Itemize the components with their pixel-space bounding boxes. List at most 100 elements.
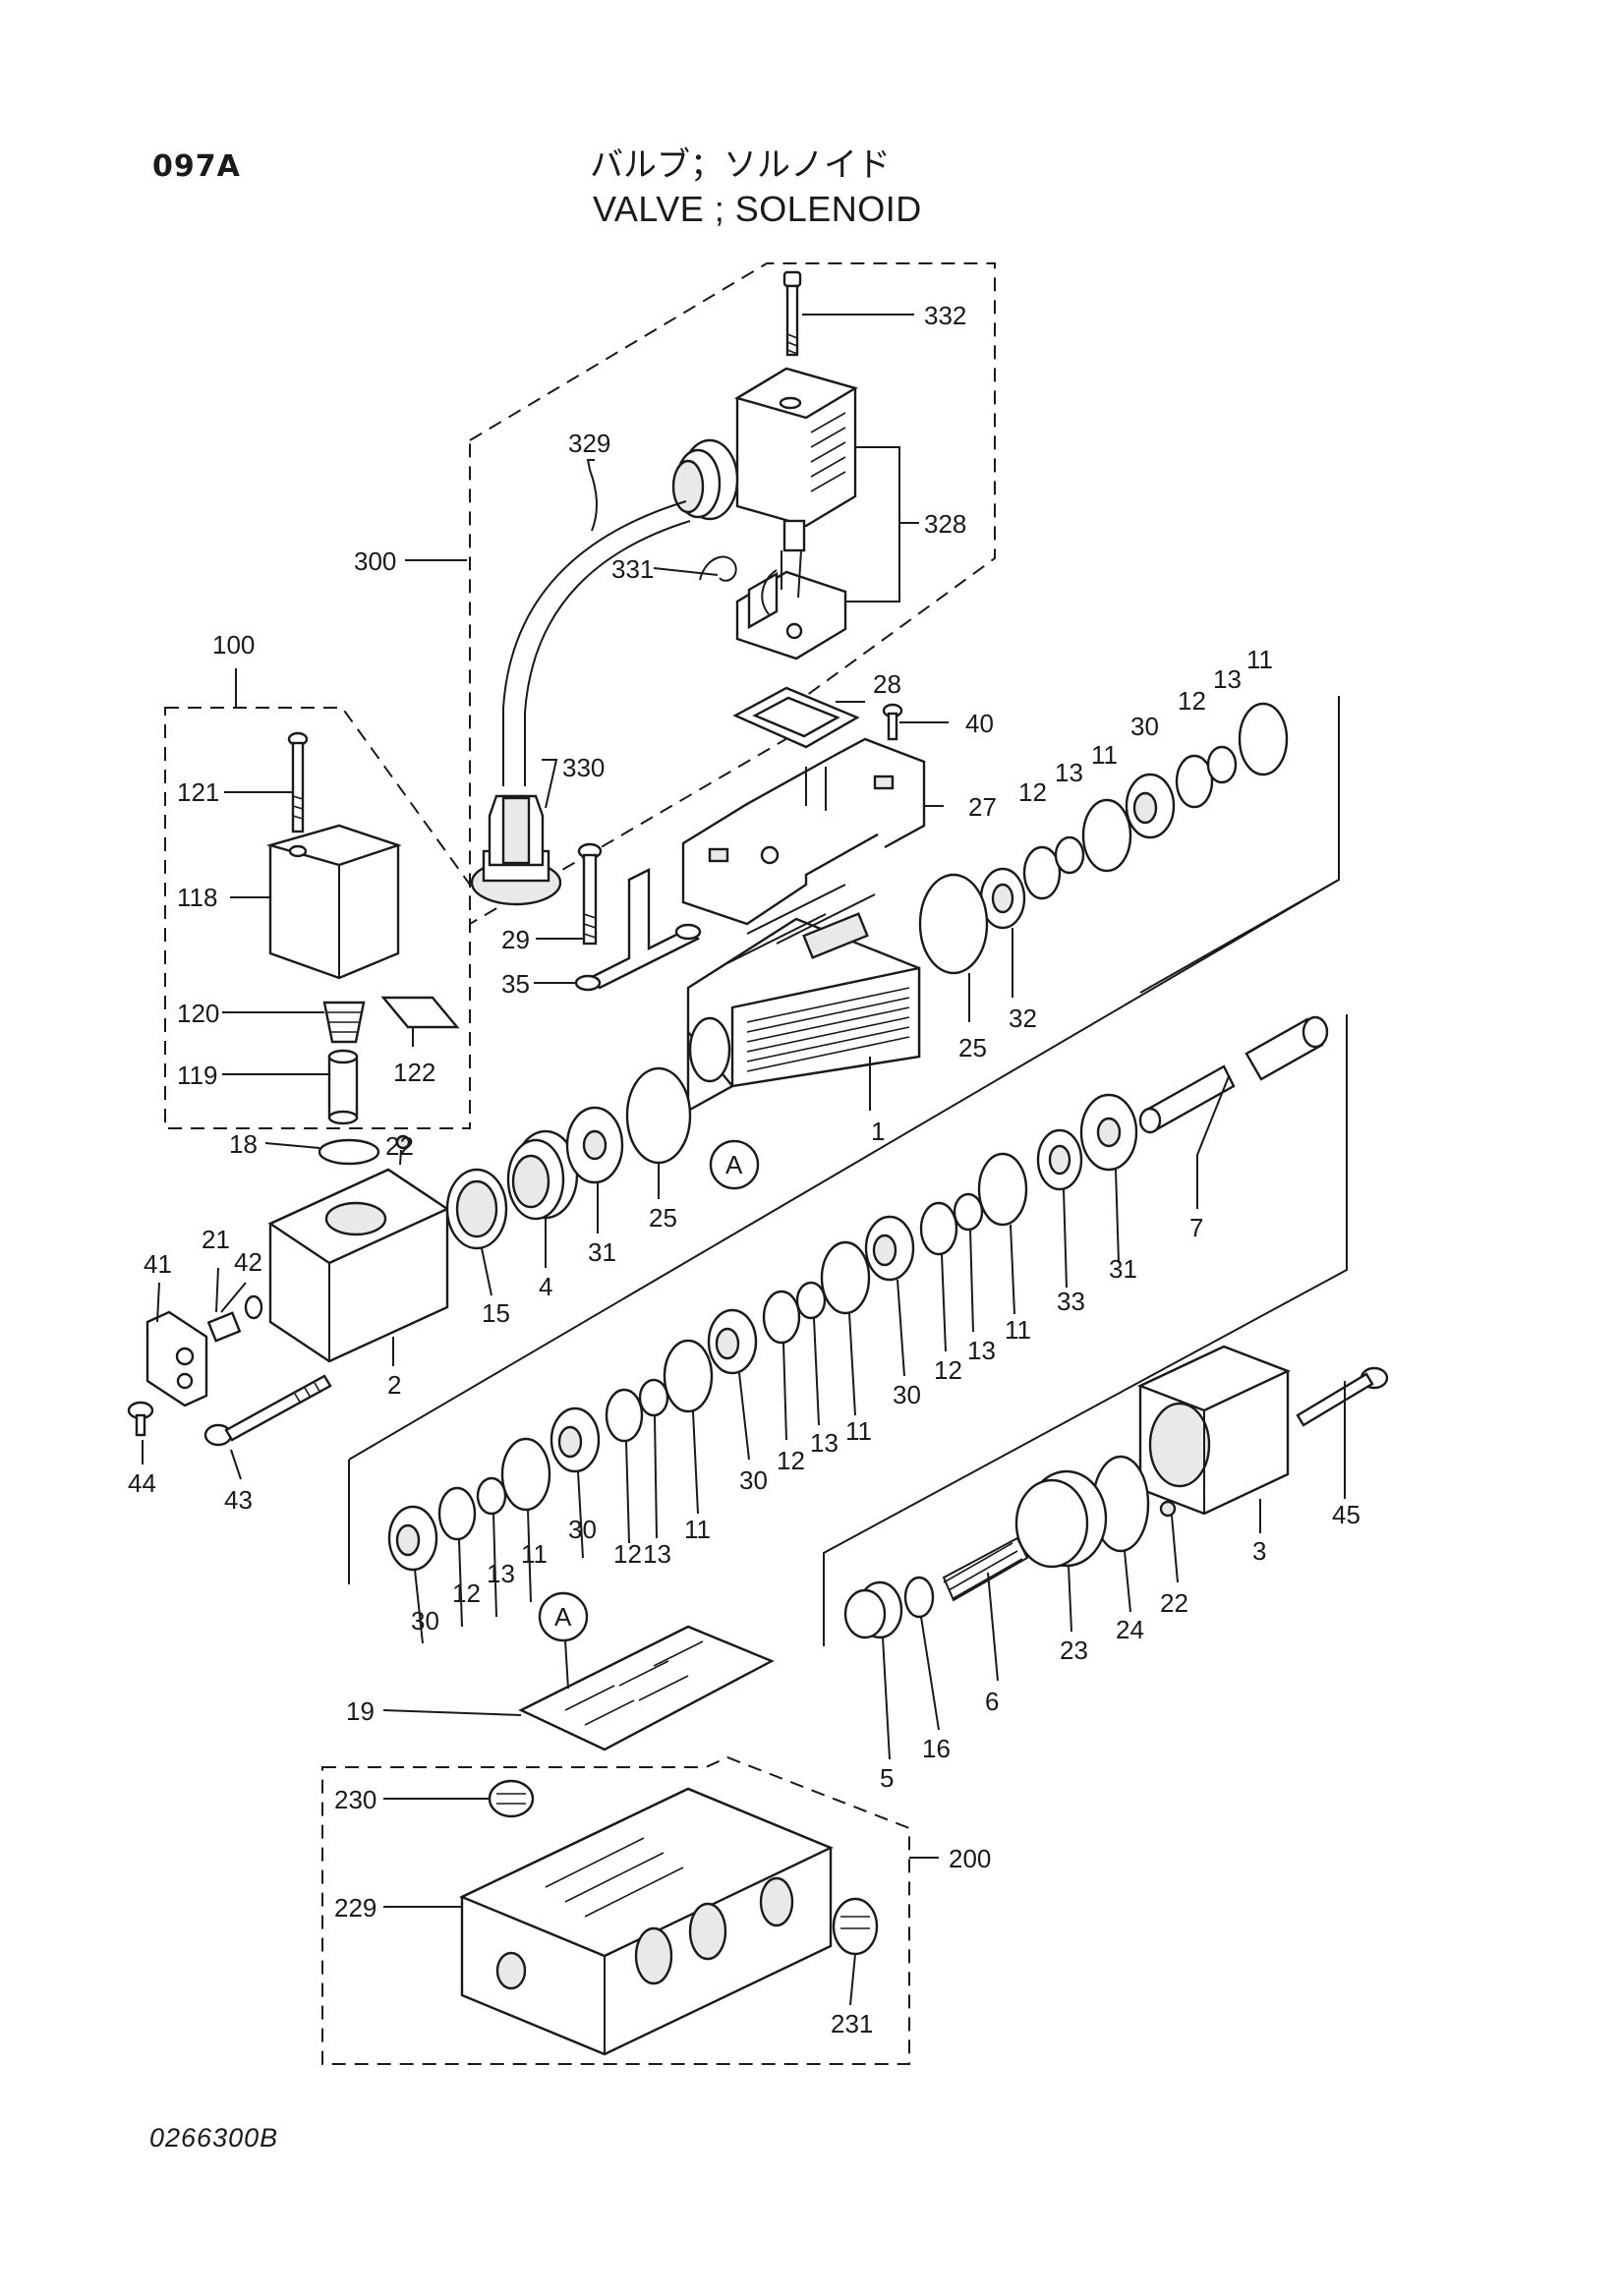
- callout-328: 328: [924, 509, 966, 539]
- callout-41: 41: [144, 1249, 172, 1279]
- callout-200: 200: [949, 1844, 991, 1873]
- callout-22-left: 22: [385, 1131, 414, 1161]
- bracket-35: [574, 868, 702, 992]
- bolt-45: [1296, 1366, 1389, 1427]
- long-bolt-43: [203, 1374, 332, 1447]
- callout-30-low-a: 30: [568, 1515, 597, 1544]
- ring-13d: [795, 1281, 827, 1320]
- bushing-31b: [1079, 1093, 1138, 1172]
- callout-23: 23: [1060, 1636, 1088, 1665]
- sleeve-30b: [864, 1215, 915, 1282]
- o-ring-12d: [762, 1290, 801, 1345]
- callout-13-mid-a: 13: [967, 1336, 996, 1365]
- callout-119: 119: [177, 1061, 217, 1090]
- callout-5: 5: [880, 1763, 894, 1793]
- callout-32: 32: [1009, 1004, 1037, 1033]
- spool-7: [1138, 1015, 1329, 1134]
- o-ring-11d: [820, 1240, 871, 1315]
- bolt-29: [577, 842, 603, 946]
- callout-13-upper-b: 13: [1213, 664, 1242, 694]
- connector-nut: [671, 438, 739, 521]
- button-41: [145, 1310, 208, 1407]
- callout-12-low-a: 12: [613, 1539, 642, 1569]
- o-ring-11e: [663, 1339, 714, 1413]
- sleeve-30e: [387, 1505, 438, 1572]
- terminal-block: [735, 549, 847, 660]
- plate-25b: [625, 1066, 692, 1165]
- callout-331: 331: [611, 554, 654, 584]
- callout-122: 122: [393, 1058, 435, 1087]
- callout-19: 19: [346, 1696, 375, 1726]
- valve-body-1: [686, 884, 921, 1114]
- callout-11-low-b: 11: [521, 1539, 548, 1569]
- callout-13-mid-b: 13: [810, 1428, 839, 1458]
- callout-11-mid-a: 11: [1005, 1315, 1031, 1345]
- o-ring-12f: [437, 1486, 477, 1541]
- callout-118: 118: [177, 883, 217, 912]
- group-200-frame: [321, 1755, 910, 2065]
- base-229: [459, 1787, 834, 2056]
- gasket-28: [732, 686, 860, 749]
- callout-300: 300: [354, 546, 396, 576]
- callout-1: 1: [871, 1117, 885, 1146]
- o-ring-11b: [1238, 702, 1289, 776]
- ring-13b: [1206, 745, 1238, 784]
- callout-labels: 332 329 328 300 331 100 28 40 330 121 27…: [128, 301, 1360, 2038]
- solenoid-coil-328: [734, 367, 858, 552]
- plug-22a: [395, 1134, 411, 1150]
- spring-6: [942, 1536, 1029, 1602]
- callout-43: 43: [224, 1485, 253, 1515]
- ring-13e: [638, 1378, 669, 1417]
- diagram-title-japanese: バルブ；ソルノイド: [590, 145, 891, 185]
- callout-4: 4: [539, 1272, 552, 1301]
- callout-121: 121: [177, 777, 219, 807]
- callout-230: 230: [334, 1785, 376, 1814]
- callout-29: 29: [501, 925, 530, 954]
- sleeve-32: [979, 867, 1026, 930]
- end-cap-3: [1136, 1345, 1292, 1516]
- sleeve-33: [1036, 1128, 1083, 1191]
- drawing-number: 0266300B: [149, 2123, 279, 2152]
- plug-22b: [1159, 1500, 1177, 1518]
- callout-30-upper: 30: [1130, 712, 1159, 741]
- callout-30-mid-b: 30: [739, 1465, 768, 1495]
- o-ring-12a: [1022, 845, 1062, 900]
- callout-22-right: 22: [1160, 1588, 1188, 1618]
- callout-42: 42: [234, 1247, 262, 1277]
- callout-35: 35: [501, 969, 530, 999]
- pilot-valve-21: [206, 1311, 242, 1343]
- callout-24: 24: [1116, 1615, 1144, 1644]
- piston-4: [506, 1129, 579, 1221]
- callout-2: 2: [387, 1370, 401, 1400]
- ring-13f: [476, 1476, 507, 1516]
- callout-18: 18: [229, 1129, 258, 1159]
- callout-25-upper: 25: [958, 1033, 987, 1062]
- ring-13a: [1054, 835, 1085, 875]
- o-ring-11a: [1081, 798, 1132, 873]
- ring-13c: [953, 1192, 984, 1232]
- callout-21: 21: [202, 1225, 230, 1254]
- callout-31-left: 31: [588, 1237, 616, 1267]
- callout-25-lower: 25: [649, 1203, 677, 1233]
- center-axis-line: [348, 879, 1340, 1461]
- view-mark-a2: [538, 1591, 589, 1642]
- callout-28: 28: [873, 669, 901, 699]
- callout-329: 329: [568, 429, 610, 458]
- callout-12-mid-a: 12: [934, 1355, 962, 1385]
- view-mark-a1: [709, 1139, 760, 1190]
- o-ring-42: [244, 1294, 263, 1320]
- callout-12-mid-b: 12: [777, 1446, 805, 1475]
- callout-3: 3: [1252, 1536, 1266, 1566]
- plug-230: [488, 1779, 535, 1818]
- sleeve-30a: [1125, 773, 1176, 839]
- callout-11-low-a: 11: [684, 1515, 711, 1544]
- spring-120: [322, 1001, 366, 1044]
- cover-27: [681, 737, 926, 926]
- seal-122: [380, 996, 460, 1029]
- callout-16: 16: [922, 1734, 951, 1763]
- callout-30-low-b: 30: [411, 1606, 439, 1636]
- o-ring-12c: [919, 1201, 958, 1256]
- bolt-332: [782, 270, 802, 357]
